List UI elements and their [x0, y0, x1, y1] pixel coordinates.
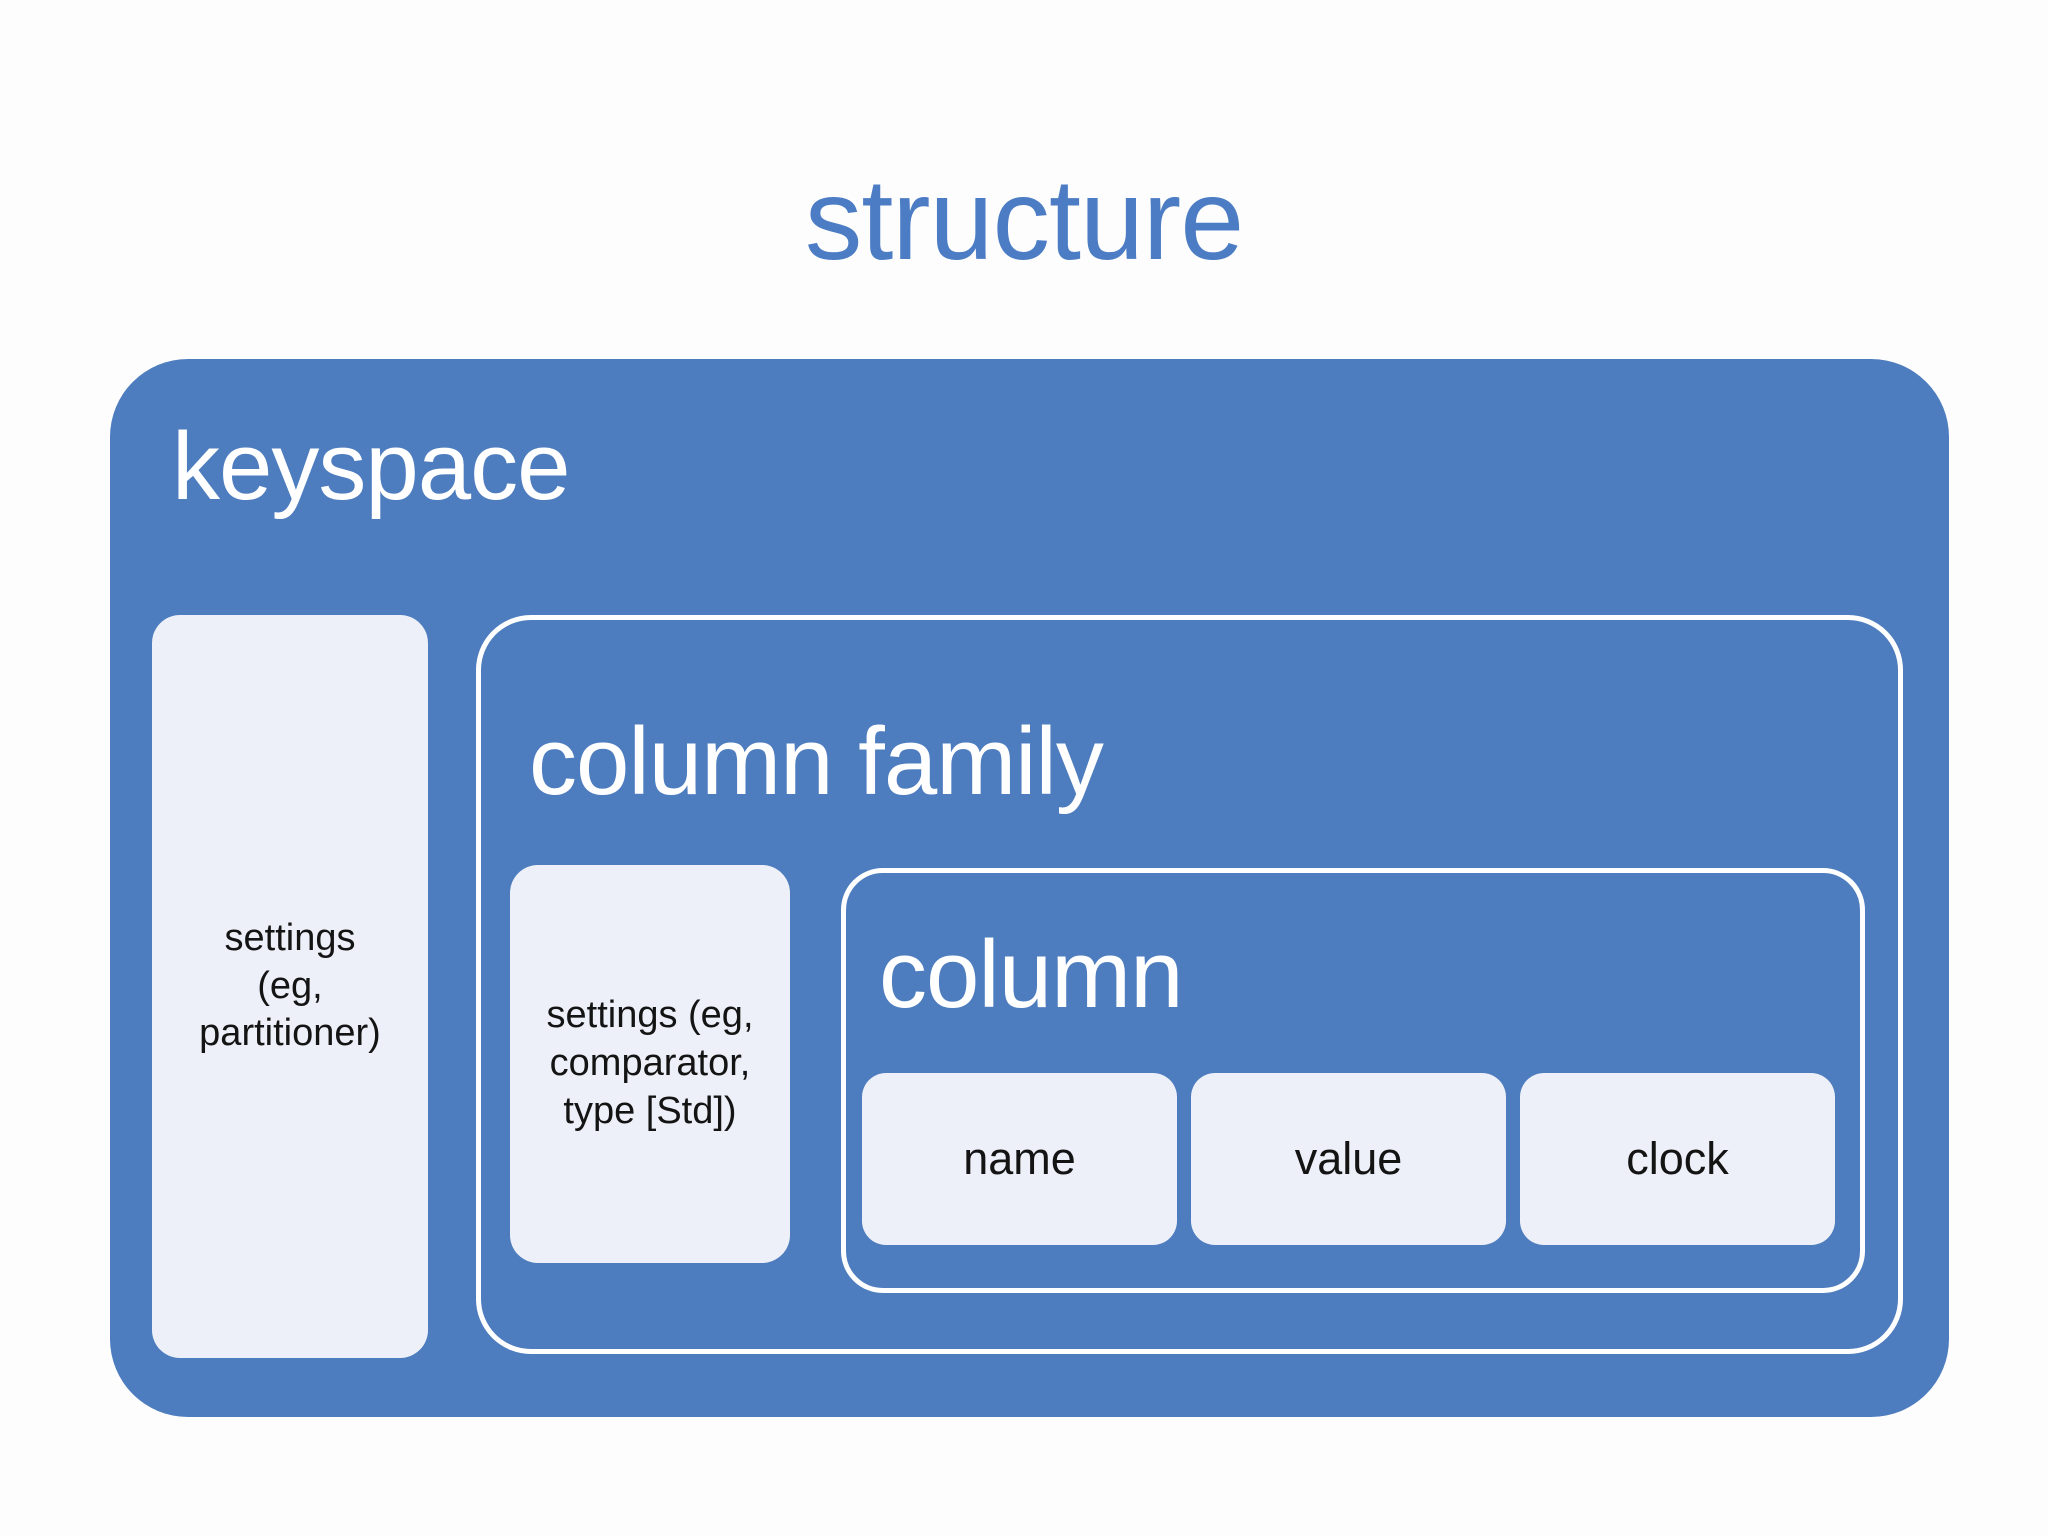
- column-label: column: [879, 921, 1183, 1028]
- keyspace-label: keyspace: [172, 413, 571, 520]
- field-box-name: name: [862, 1073, 1177, 1245]
- column-family-box: column family settings (eg, comparator, …: [476, 615, 1903, 1354]
- keyspace-settings-box: settings (eg, partitioner): [152, 615, 428, 1358]
- column-fields-row: name value clock: [862, 1073, 1835, 1245]
- column-family-settings-box: settings (eg, comparator, type [Std]): [510, 865, 790, 1263]
- slide-title: structure: [804, 156, 1244, 284]
- column-box: column name value clock: [841, 868, 1865, 1293]
- field-box-value: value: [1191, 1073, 1506, 1245]
- column-family-label: column family: [529, 708, 1104, 815]
- keyspace-box: keyspace settings (eg, partitioner) colu…: [110, 359, 1949, 1417]
- field-box-clock: clock: [1520, 1073, 1835, 1245]
